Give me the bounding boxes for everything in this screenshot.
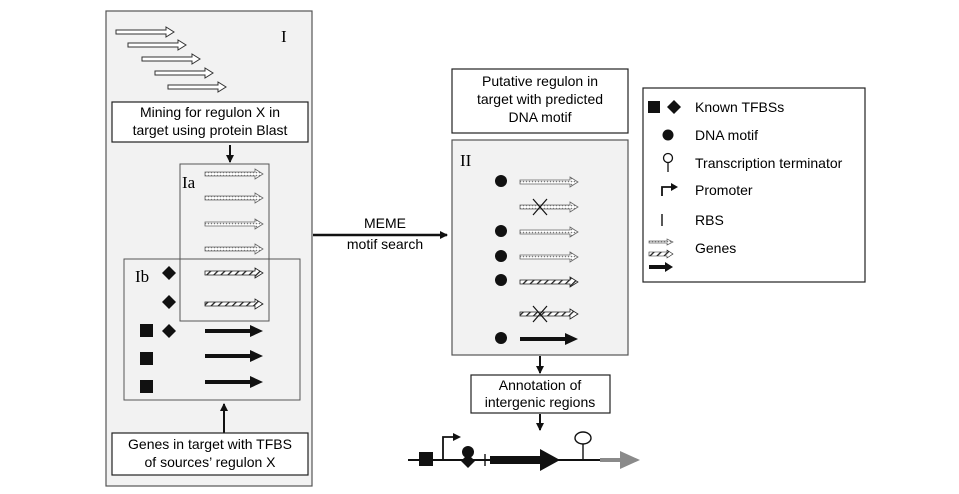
legend-box: [642, 87, 866, 283]
dna-motif-dot: [495, 332, 507, 344]
legend-rbs: RBS: [695, 212, 724, 228]
square-tfbs: [140, 352, 153, 365]
dotted-gene-arrow: [204, 192, 264, 204]
panel-i-label: I: [281, 27, 287, 46]
dotted-gene-arrow: [519, 201, 579, 213]
mining-box-line1: Mining for regulon X in: [140, 104, 280, 120]
putative-line2: target with predicted: [477, 91, 603, 107]
dotted-gene-arrow: [204, 243, 264, 255]
promoter-icon: [661, 186, 672, 196]
legend-symbols: [648, 100, 681, 272]
legend-known-tfbs: Known TFBSs: [695, 99, 784, 115]
annotated-operon: [408, 431, 640, 471]
panel-ia: [179, 163, 270, 322]
dotted-gene-arrow: [519, 226, 579, 238]
rejected-gene-crosses: [532, 198, 548, 323]
square-tfbs: [419, 452, 433, 466]
panel-ii-label: II: [460, 151, 472, 170]
panel-ib: [123, 258, 301, 401]
meme-line1: MEME: [364, 215, 406, 231]
hatched-gene-arrow: [519, 308, 579, 320]
dna-motif-icon: [662, 129, 674, 141]
solid-gene-arrow: [205, 350, 263, 362]
source-gene-arrow: [154, 67, 214, 79]
legend-terminator: Transcription terminator: [695, 155, 843, 171]
cross-mark: [532, 305, 548, 323]
diamond-tfbs: [162, 295, 176, 309]
putative-regulon-box: [451, 68, 629, 134]
solid-gene-arrow: [205, 376, 263, 388]
dna-motif-dot: [495, 225, 507, 237]
panel-ia-label: Ia: [182, 173, 196, 192]
panel-ib-label: Ib: [135, 267, 149, 286]
dna-motif-dot: [462, 446, 474, 458]
promoter-arrowhead: [453, 433, 461, 441]
dotted-gene-arrow: [519, 251, 579, 263]
square-tfbs-icon: [648, 101, 660, 113]
solid-gene-arrow: [205, 325, 263, 337]
genes-target-line1: Genes in target with TFBS: [128, 436, 292, 452]
source-gene-arrow: [127, 39, 187, 51]
dotted-gene-icon: [648, 238, 674, 246]
putative-line1: Putative regulon in: [482, 73, 598, 89]
promoter-icon-head: [671, 183, 678, 191]
diamond-tfbs-icon: [667, 100, 681, 114]
square-tfbs: [140, 324, 153, 337]
diamond-tfbs: [461, 454, 475, 468]
panel-ii-genes: [519, 176, 579, 345]
putative-line3: DNA motif: [508, 109, 571, 125]
legend-dna-motif: DNA motif: [695, 127, 758, 143]
dna-motif-dot: [495, 250, 507, 262]
genes-target-line2: of sources’ regulon X: [145, 454, 277, 470]
source-gene-arrow: [115, 26, 175, 38]
solid-gene-icon: [649, 262, 673, 272]
solid-gene-arrow: [520, 333, 578, 345]
diamond-tfbs: [162, 266, 176, 280]
source-gene-arrow: [167, 81, 227, 93]
promoter-symbol: [442, 436, 455, 460]
mining-box: [111, 101, 309, 143]
mining-box-line2: target using protein Blast: [133, 122, 288, 138]
ia-genes: [204, 168, 264, 255]
dotted-gene-arrow: [204, 168, 264, 180]
annotation-line2: intergenic regions: [485, 394, 596, 410]
dotted-gene-arrow: [204, 218, 264, 230]
square-tfbs: [140, 380, 153, 393]
cross-mark: [532, 198, 548, 216]
diamond-tfbs: [162, 324, 176, 338]
dna-motif-dot: [495, 274, 507, 286]
hatched-gene-arrow: [204, 267, 264, 279]
dna-motif-dot: [495, 175, 507, 187]
legend-genes: Genes: [695, 240, 736, 256]
annotation-box: [470, 374, 611, 414]
hatched-gene-icon: [648, 249, 674, 259]
dotted-gene-arrow: [519, 176, 579, 188]
terminator-icon: [662, 152, 674, 164]
legend-promoter: Promoter: [695, 182, 753, 198]
known-tfbs-symbols: [140, 266, 176, 393]
terminator-loop: [574, 431, 592, 445]
annotation-line1: Annotation of: [499, 377, 582, 393]
gray-gene-arrowhead: [620, 451, 640, 469]
hatched-gene-arrow: [204, 298, 264, 310]
panel-ii-motifs: [495, 175, 507, 344]
source-gene-arrows: [115, 26, 227, 93]
hatched-gene-arrow: [519, 276, 579, 288]
genes-target-box: [111, 432, 309, 476]
meme-line2: motif search: [347, 236, 423, 252]
panel-ii: [451, 139, 629, 356]
solid-gene-arrow: [490, 449, 560, 471]
ib-genes: [204, 267, 264, 388]
source-gene-arrow: [141, 53, 201, 65]
